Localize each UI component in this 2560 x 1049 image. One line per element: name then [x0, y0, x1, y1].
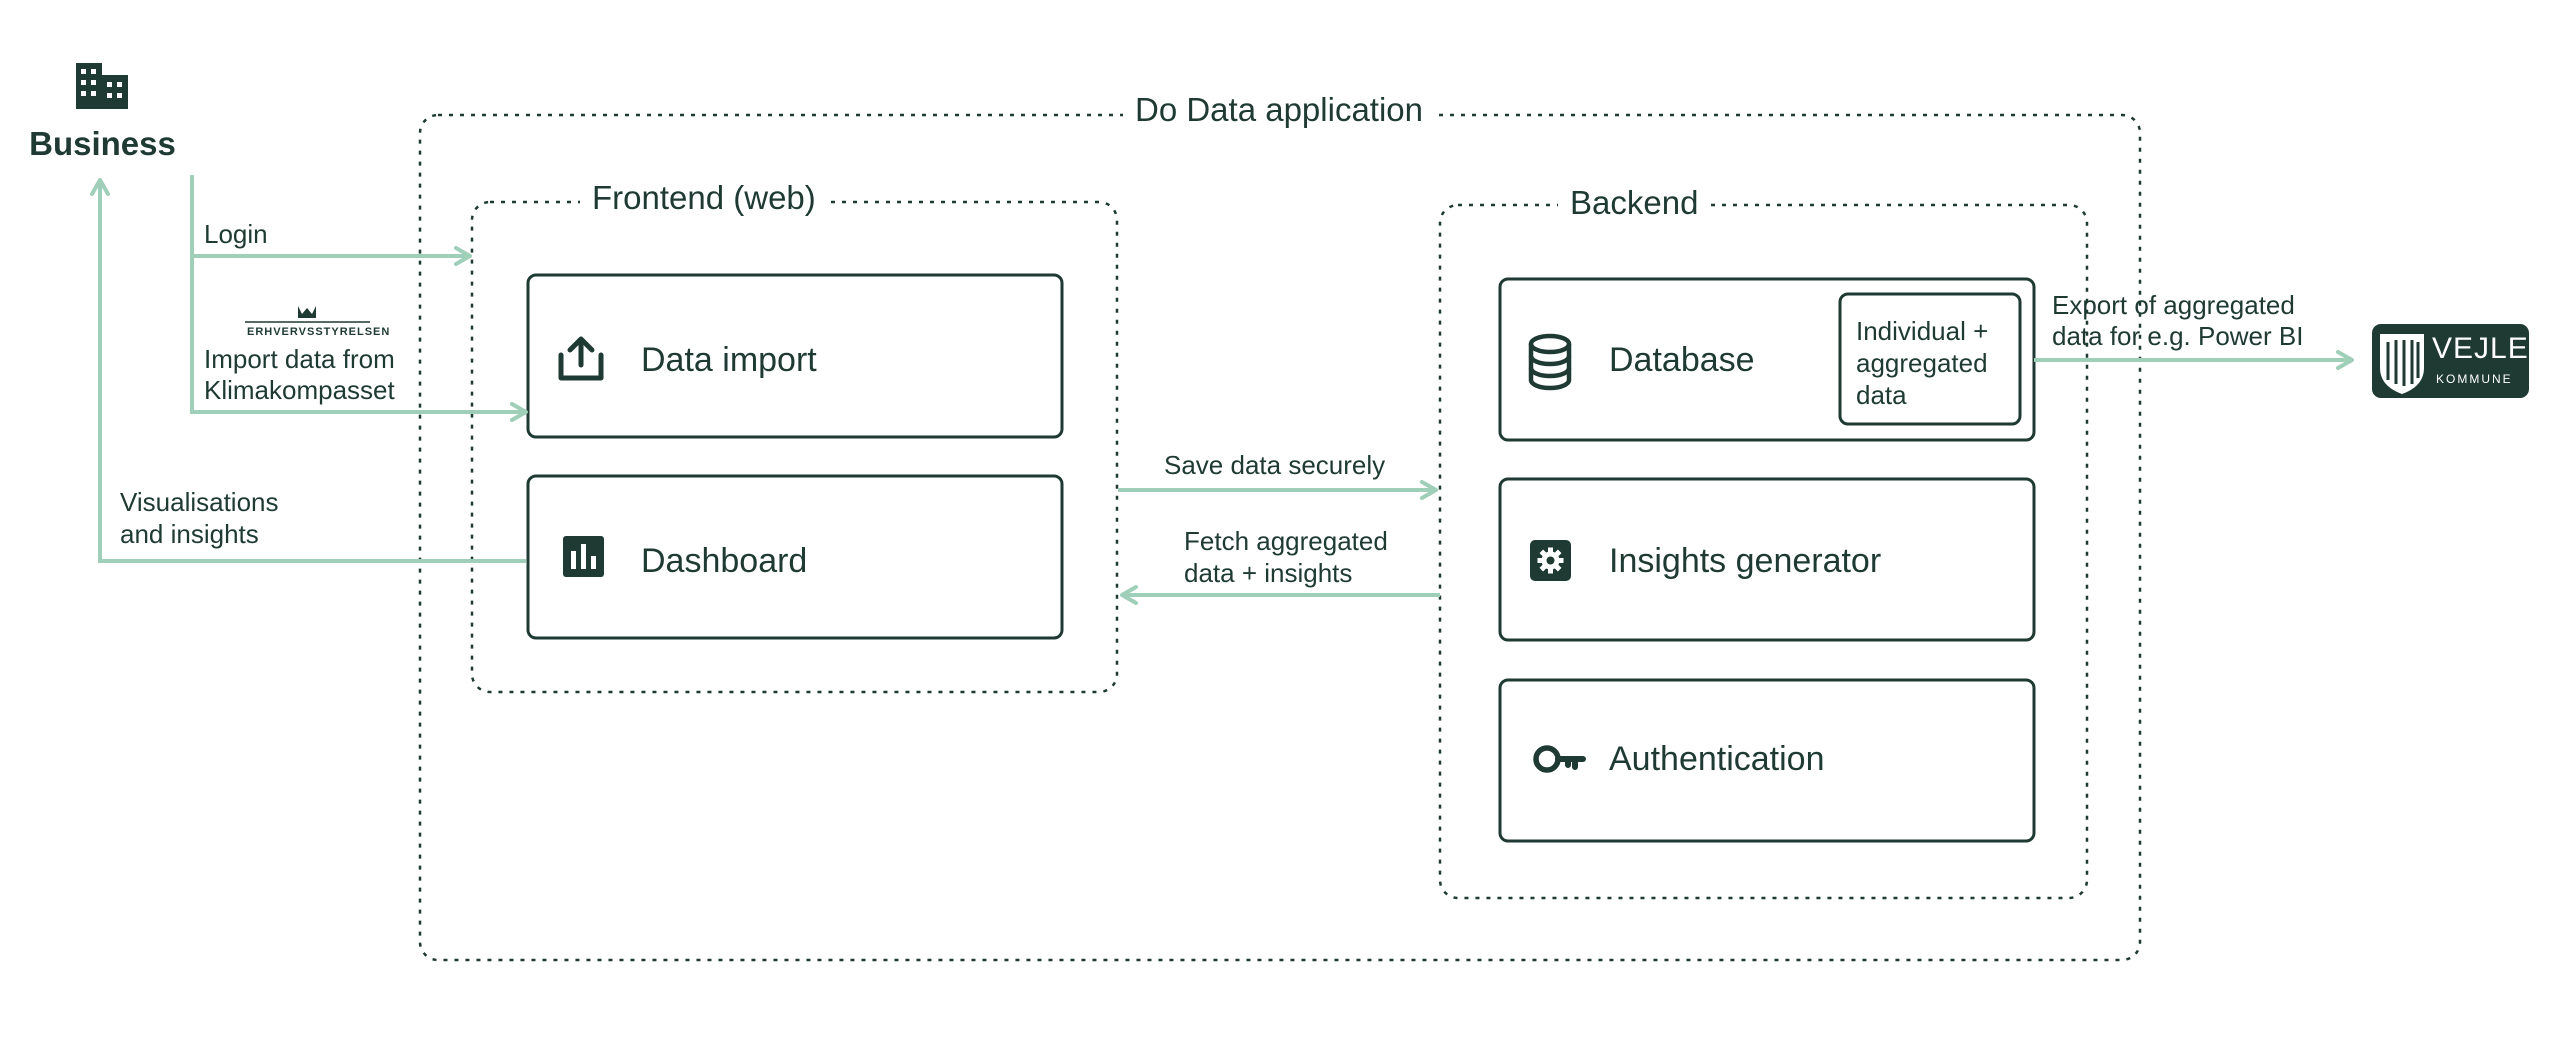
dashboard-box: [526, 474, 1064, 640]
key-icon: [1533, 745, 1586, 773]
gear-icon: [1530, 540, 1571, 581]
fetch-edge-label-1: Fetch aggregated: [1184, 526, 1388, 556]
export-edge-label-1: Export of aggregated: [2052, 290, 2295, 320]
database-detail-line-2: aggregated: [1856, 348, 1988, 378]
visualisations-edge-label-1: Visualisations: [120, 487, 279, 517]
backend-group-label: Backend: [1558, 183, 1711, 223]
save-edge-label: Save data securely: [1164, 450, 1386, 480]
authentication-label: Authentication: [1609, 740, 1825, 778]
data-import-label: Data import: [641, 341, 817, 379]
export-edge-label-2: data for e.g. Power BI: [2052, 321, 2304, 351]
dashboard-label: Dashboard: [641, 542, 808, 580]
business-label: Business: [29, 125, 176, 162]
database-detail-line-1: Individual +: [1856, 316, 1989, 346]
bar-chart-icon: [563, 536, 604, 577]
frontend-group-border: [470, 200, 1119, 694]
visualisations-edge-label-2: and insights: [120, 519, 259, 549]
database-label: Database: [1609, 341, 1755, 379]
backend-group-border: [1438, 203, 2089, 900]
building-icon: [76, 63, 128, 109]
app-group-border: [418, 113, 2142, 962]
import-edge: [190, 256, 528, 422]
import-edge-label-2: Klimakompasset: [204, 375, 395, 405]
kommune-logo-text: KOMMUNE: [2436, 372, 2513, 386]
login-edge-label: Login: [204, 219, 268, 249]
fetch-edge-label-2: data + insights: [1184, 558, 1353, 588]
vejle-kommune-logo: [2372, 324, 2529, 398]
erhvervsstyrelsen-logo: [245, 306, 370, 323]
upload-icon: [558, 336, 604, 381]
frontend-group-label: Frontend (web): [580, 178, 828, 218]
database-icon: [1528, 333, 1572, 391]
visualisations-edge: [90, 178, 526, 563]
insights-generator-label: Insights generator: [1609, 542, 1882, 580]
database-detail-box: [1838, 292, 2022, 426]
data-import-box: [526, 273, 1064, 439]
app-group-label: Do Data application: [1123, 90, 1436, 130]
erhvervsstyrelsen-logo-text: Erhvervsstyrelsen: [247, 326, 391, 338]
authentication-box: [1498, 678, 2036, 843]
import-edge-label-1: Import data from: [204, 344, 395, 374]
database-detail-line-3: data: [1856, 380, 1907, 410]
vejle-logo-text: VEJLE: [2432, 332, 2529, 365]
insights-generator-box: [1498, 477, 2036, 642]
